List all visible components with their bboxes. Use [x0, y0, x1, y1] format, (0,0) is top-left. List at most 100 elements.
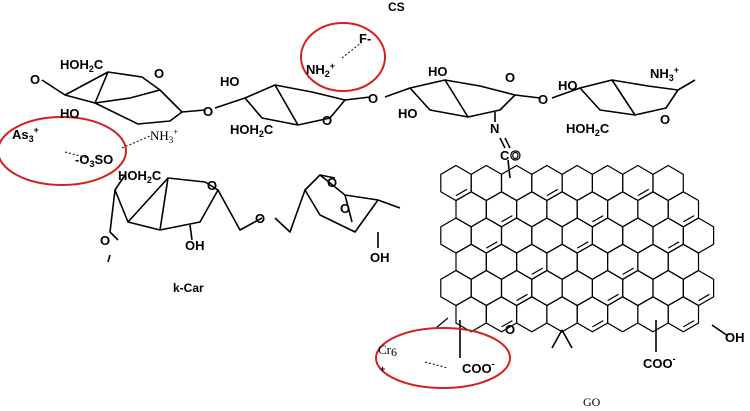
- graphene-hexagon: [622, 269, 654, 307]
- fluoride-highlight-ring: [300, 22, 386, 92]
- graphene-hexagon: [622, 217, 654, 254]
- graphene-double-bond: [501, 320, 513, 328]
- kcar-label: k-Car: [173, 281, 204, 295]
- graphene-hexagon: [440, 217, 472, 254]
- atom-coo-1: COO-: [462, 359, 495, 376]
- graphene-hexagon: [515, 191, 548, 228]
- atom-o3so: -O3SO: [75, 152, 113, 169]
- go-substituents: [435, 317, 729, 358]
- atom-o-ring5: O: [207, 178, 217, 193]
- kcar-sugar-ring: [107, 174, 263, 263]
- atom-nh3-plus: NH3+: [150, 127, 178, 145]
- graphene-hexagon: [667, 243, 700, 280]
- atom-ho-2: HO: [220, 74, 240, 89]
- chromium-highlight-ring: [375, 327, 511, 389]
- graphene-hexagon: [637, 243, 669, 280]
- graphene-double-bond: [501, 215, 513, 223]
- atom-ho-4: HO: [398, 106, 418, 121]
- graphene-hexagon: [485, 243, 518, 280]
- graphene-hexagon: [470, 164, 503, 202]
- graphene-hexagon: [440, 269, 472, 307]
- graphene-double-bond: [622, 267, 634, 275]
- graphene-hexagon: [667, 296, 700, 333]
- atom-f-minus: F-: [359, 31, 371, 46]
- graphene-hexagon: [500, 217, 533, 254]
- atom-cr-plus-sign: +: [380, 364, 385, 374]
- atom-coo-2: COO-: [643, 354, 676, 371]
- graphene-oxide-sheet: [440, 164, 715, 333]
- go-label: GO: [583, 395, 601, 409]
- atom-o-bridge-2: O: [255, 211, 265, 226]
- graphene-hexagon: [470, 269, 503, 307]
- graphene-hexagon: [515, 296, 548, 333]
- atom-hoh2c-3: HOH2C: [566, 121, 610, 138]
- graphene-hexagon: [546, 243, 578, 280]
- atom-oh-1: OH: [185, 238, 205, 253]
- graphene-double-bond: [637, 188, 650, 197]
- graphene-hexagon: [561, 269, 594, 307]
- atom-o-ring3: O: [505, 70, 515, 85]
- graphene-double-bond: [682, 320, 695, 328]
- graphene-double-bond: [546, 188, 559, 197]
- graphene-hexagon: [652, 164, 684, 202]
- graphene-hexagon: [637, 191, 669, 228]
- cs-sugar-ring-1: [41, 71, 206, 125]
- graphene-double-bond: [607, 293, 619, 302]
- atom-o-ring1: O: [154, 66, 164, 81]
- graphene-hexagon: [652, 269, 684, 307]
- graphene-hexagon: [591, 164, 624, 202]
- atom-o-ring2: O: [322, 113, 332, 128]
- atom-o-link3: O: [538, 92, 548, 107]
- arsenic-highlight-ring: [0, 116, 127, 186]
- cs-sugar-ring-3: [384, 79, 541, 118]
- graphene-hexagon: [531, 217, 563, 254]
- atom-hoh2c-4: HOH2C: [118, 168, 162, 185]
- graphene-hexagon: [576, 243, 609, 280]
- graphene-hexagon: [500, 164, 533, 202]
- graphene-hexagon: [546, 296, 578, 333]
- atom-o-epoxy: O: [505, 322, 515, 337]
- atom-o-bridge: O: [100, 233, 110, 248]
- graphene-hexagon: [531, 269, 563, 307]
- graphene-hexagon: [606, 191, 639, 228]
- imine-linker: [494, 112, 511, 179]
- atom-o-ring4: O: [660, 112, 670, 127]
- graphene-double-bond: [455, 188, 468, 197]
- atom-nh3-right: NH3+: [650, 65, 679, 83]
- atom-n-imine: N: [490, 121, 499, 136]
- cs-label: CS: [388, 0, 405, 14]
- atom-hoh2c-2: HOH2C: [230, 122, 274, 139]
- atom-o-link1: O: [203, 104, 213, 119]
- atom-co: CO: [500, 148, 521, 163]
- graphene-hexagon: [455, 243, 487, 280]
- graphene-double-bond: [667, 241, 680, 249]
- cs-sugar-ring-4: [551, 79, 696, 116]
- interaction-dashes: [64, 41, 449, 369]
- atom-ho-5: HO: [558, 78, 578, 93]
- atom-o-anhydro: O: [327, 175, 337, 190]
- graphene-hexagon: [591, 217, 624, 254]
- cs-sugar-ring-2: [214, 84, 371, 126]
- graphene-hexagon: [455, 191, 487, 228]
- atom-o-top: O: [30, 72, 40, 87]
- kcar-anhydro-ring: [274, 174, 401, 248]
- graphene-double-bond: [516, 293, 528, 302]
- atom-cr6-plus: Cr6: [378, 342, 397, 359]
- graphene-hexagon: [561, 164, 594, 202]
- atom-o-link2: O: [368, 91, 378, 106]
- atom-o-anhydro-2: O: [340, 201, 350, 216]
- graphene-double-bond: [683, 215, 695, 223]
- graphene-double-bond: [531, 267, 544, 275]
- atom-ho-3: HO: [428, 64, 448, 79]
- atom-oh-go: OH: [725, 330, 745, 345]
- graphene-double-bond: [485, 241, 498, 249]
- atom-oh-2: OH: [370, 250, 390, 265]
- graphene-double-bond: [592, 320, 604, 328]
- graphene-double-bond: [576, 241, 589, 249]
- atom-as3-plus: As3+: [12, 125, 39, 144]
- graphene-hexagon: [682, 217, 715, 254]
- graphene-hexagon: [637, 296, 669, 333]
- graphene-hexagon: [606, 296, 639, 333]
- atom-ho-1: HO: [60, 106, 80, 121]
